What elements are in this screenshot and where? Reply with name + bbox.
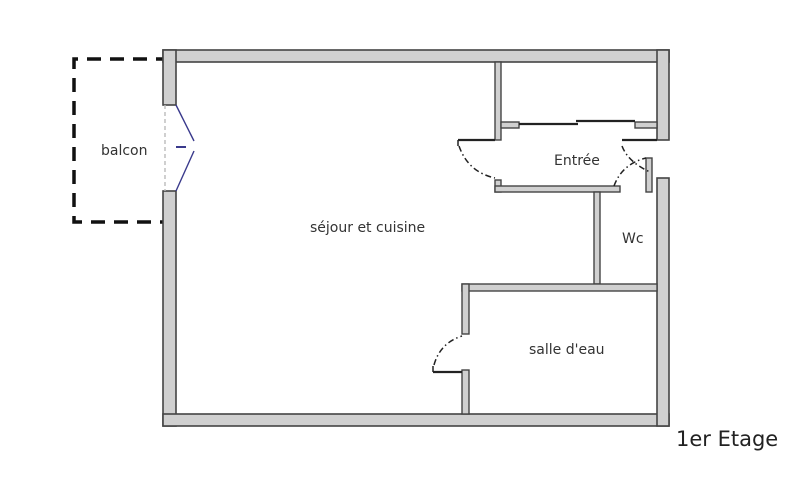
outer-walls — [162, 49, 670, 427]
room-label-entree: Entrée — [554, 153, 600, 169]
interior-walls — [461, 61, 658, 415]
room-label-balcon: balcon — [101, 143, 148, 159]
sliding-doors — [519, 119, 635, 126]
room-label-wc: Wc — [622, 231, 644, 247]
room-label-sejour: séjour et cuisine — [310, 220, 426, 236]
room-label-salle-eau: salle d'eau — [529, 342, 605, 358]
door-entree-sejour — [457, 138, 496, 179]
floor-label: 1er Etage — [676, 427, 779, 451]
door-salle-eau — [432, 335, 463, 374]
balcony-window — [164, 104, 195, 192]
door-entree-main — [613, 138, 657, 187]
balcony-outline — [72, 57, 170, 224]
